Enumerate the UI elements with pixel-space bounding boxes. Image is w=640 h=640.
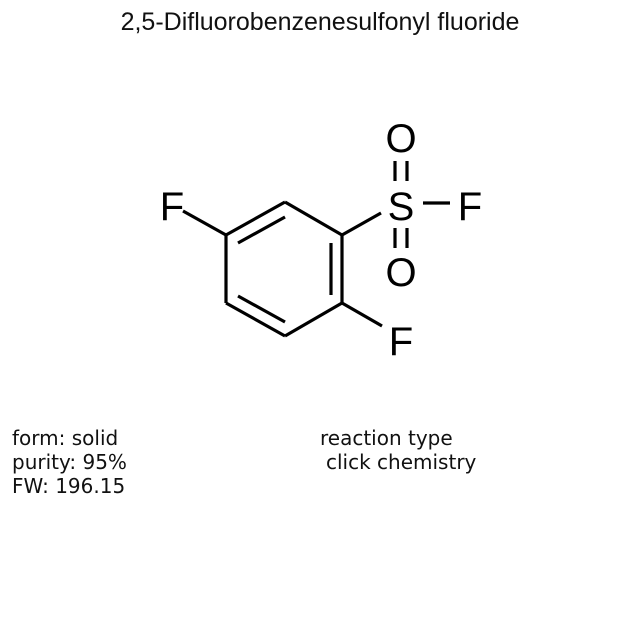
reaction-label: reaction type	[320, 426, 453, 450]
c-f-bond	[341, 301, 383, 328]
ring-double-bond	[237, 294, 286, 324]
ring-bond	[284, 200, 343, 237]
ring-bond	[284, 301, 343, 338]
atom-s: S	[388, 185, 415, 229]
property-fw: FW: 196.15	[12, 474, 126, 498]
atom-o: O	[385, 117, 416, 161]
c-s-bond	[341, 211, 382, 237]
reaction-value: click chemistry	[326, 450, 477, 474]
ring-bond	[225, 301, 286, 338]
atom-f: F	[160, 185, 184, 229]
atom-f: F	[458, 185, 482, 229]
ring-double-bond	[237, 215, 286, 245]
property-purity: purity: 95%	[12, 450, 127, 474]
atom-o: O	[385, 251, 416, 295]
c-f-bond	[182, 209, 227, 237]
ring-bond	[225, 200, 286, 237]
property-form: form: solid	[12, 426, 119, 450]
compound-title: 2,5-Difluorobenzenesulfonyl fluoride	[120, 8, 520, 36]
properties-block: form: solid purity: 95% FW: 196.15	[12, 426, 127, 498]
atom-f: F	[389, 320, 413, 364]
reaction-block: reaction type click chemistry	[320, 426, 476, 474]
